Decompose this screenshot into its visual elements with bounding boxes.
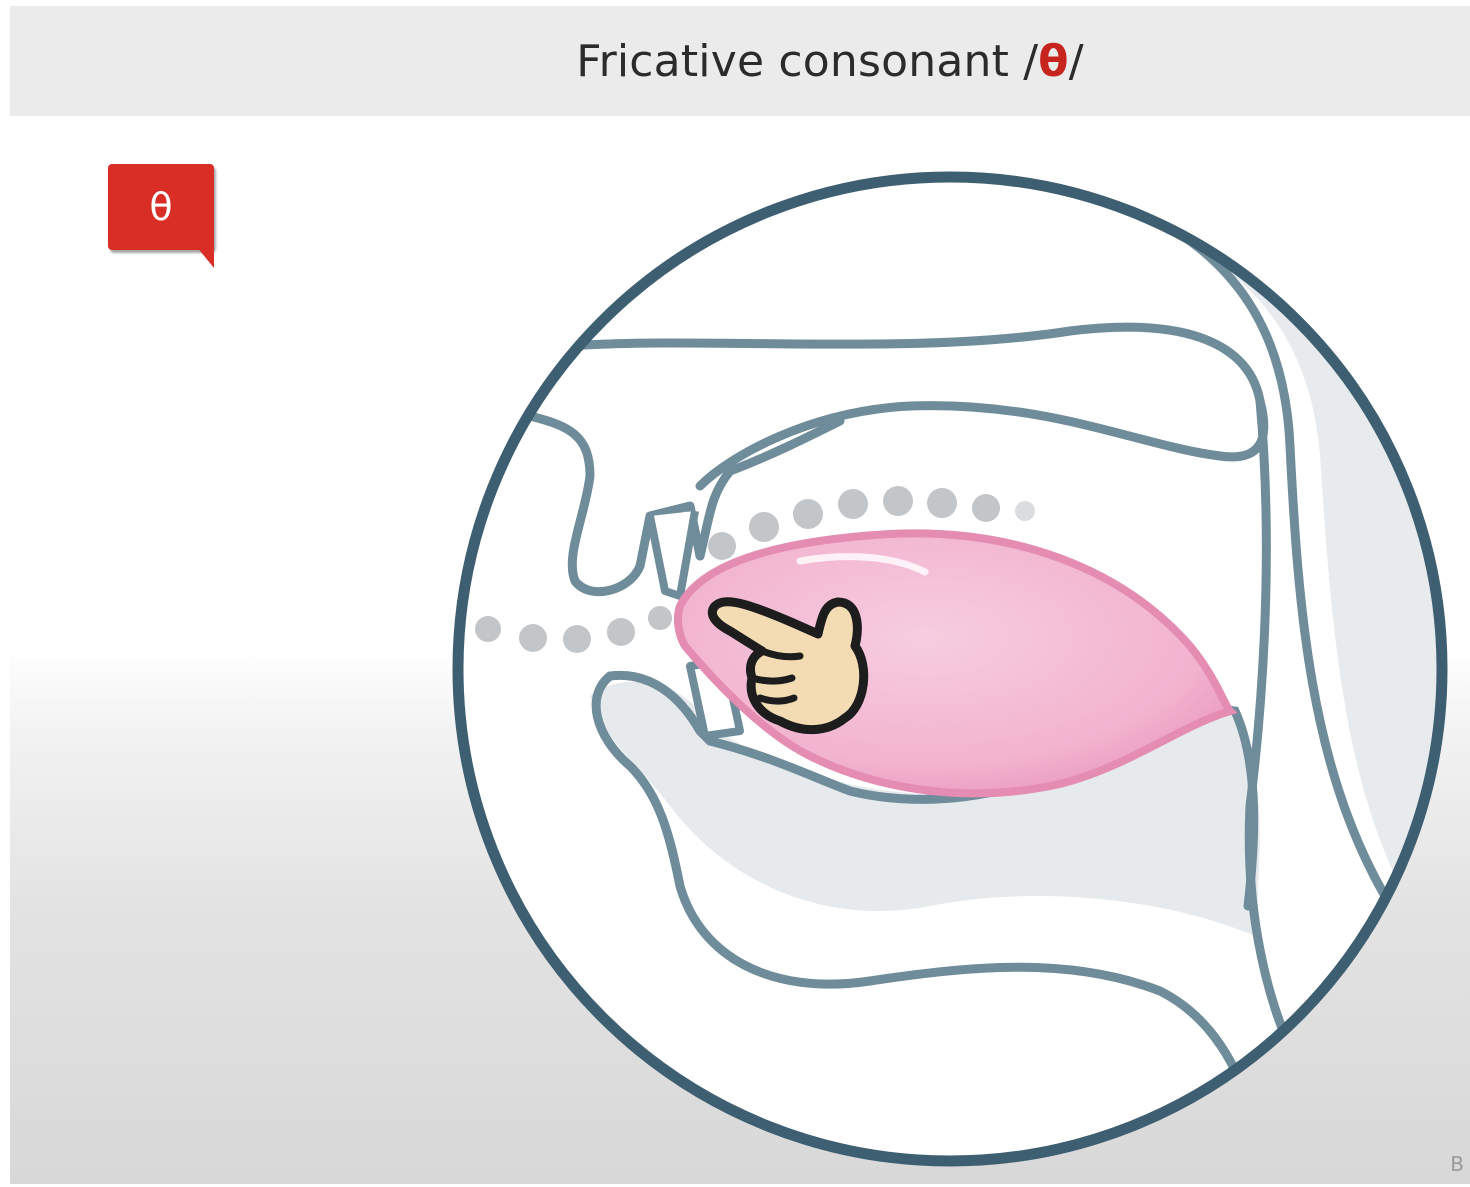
lesson-frame: Fricative consonant /θ/ θ	[10, 6, 1470, 1184]
corner-watermark: B	[1450, 1152, 1464, 1176]
mouth-cross-section-diagram	[10, 6, 1470, 1184]
